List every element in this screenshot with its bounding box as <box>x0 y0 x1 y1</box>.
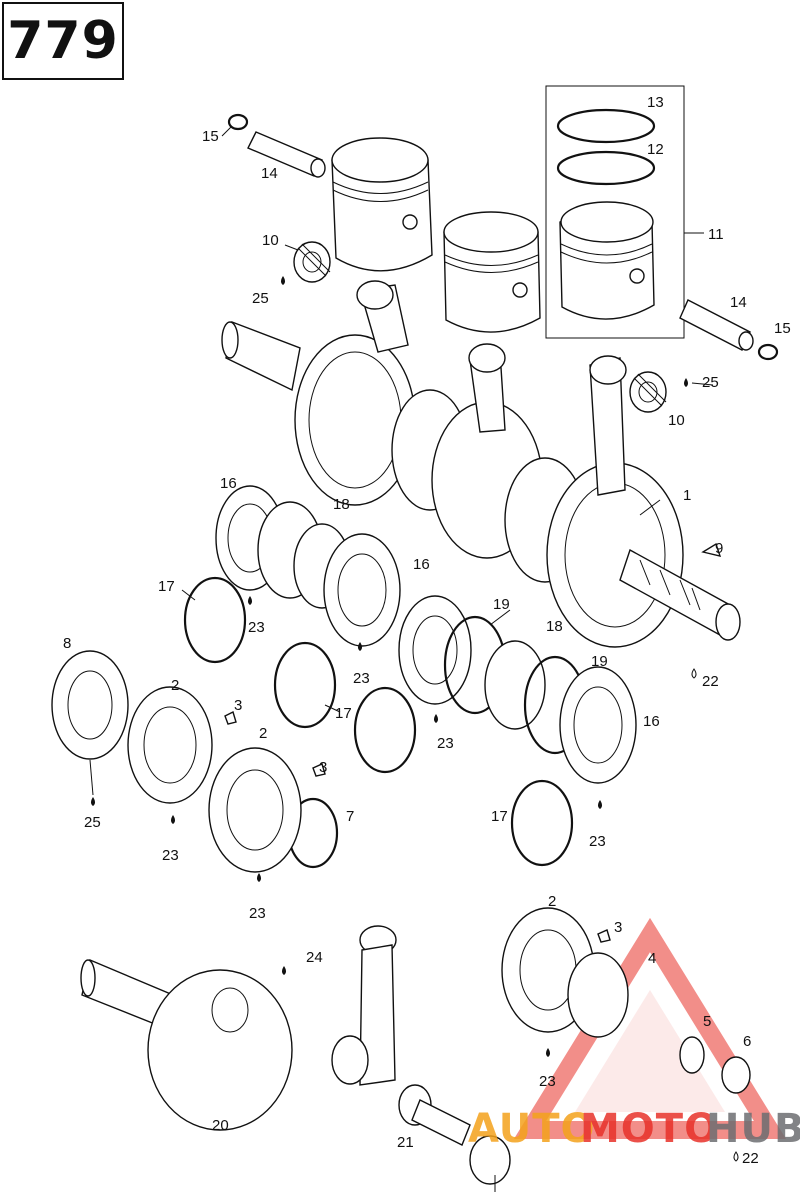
callout-1: 1 <box>683 487 691 504</box>
callout-25-right: 25 <box>702 374 719 391</box>
callout-23-d: 23 <box>589 833 606 850</box>
callout-25-top: 25 <box>252 290 269 307</box>
callout-15-right: 15 <box>774 320 791 337</box>
callout-10-top: 10 <box>262 232 279 249</box>
callout-3-a: 3 <box>234 697 242 714</box>
callout-18-b: 18 <box>546 618 563 635</box>
callout-23-c: 23 <box>437 735 454 752</box>
callout-17-b: 17 <box>335 705 352 722</box>
connecting-rod-kit <box>331 925 511 1192</box>
callout-17-a: 17 <box>158 578 175 595</box>
callout-23-b: 23 <box>353 670 370 687</box>
callout-6: 6 <box>743 1033 751 1050</box>
callout-19-b: 19 <box>591 653 608 670</box>
callout-3-b: 3 <box>319 759 327 776</box>
callout-15-top: 15 <box>202 128 219 145</box>
callout-22-b: 22 <box>742 1150 759 1167</box>
lubricant-droplets <box>91 276 739 1162</box>
watermark-logo-text: AUTO MOTO HUB <box>468 1106 800 1152</box>
piston-left <box>331 137 433 272</box>
callout-2-a: 2 <box>171 677 179 694</box>
callout-11: 11 <box>708 226 724 243</box>
callout-23-f: 23 <box>249 905 266 922</box>
callout-21: 21 <box>397 1134 414 1151</box>
callout-25-left: 25 <box>84 814 101 831</box>
callout-18-a: 18 <box>333 496 350 513</box>
callout-23-a: 23 <box>248 619 265 636</box>
crank-half <box>80 959 293 1131</box>
bearing-set-upper <box>215 485 401 647</box>
callout-16-c: 16 <box>643 713 660 730</box>
oil-seal <box>51 650 129 760</box>
o-rings <box>183 576 574 869</box>
pto-bearing-kit <box>501 907 751 1094</box>
needle-bearing-left <box>293 241 331 283</box>
piston-middle <box>443 211 541 333</box>
callout-14-right: 14 <box>730 294 747 311</box>
leader-lines <box>89 125 714 796</box>
crankshaft-assembly <box>221 280 741 648</box>
callout-2-c: 2 <box>548 893 556 910</box>
callout-16-b: 16 <box>413 556 430 573</box>
callout-7: 7 <box>346 808 354 825</box>
callout-16-a: 16 <box>220 475 237 492</box>
wrist-pin-right <box>679 299 779 361</box>
callout-3-c: 3 <box>614 919 622 936</box>
page-number-box: 779 <box>2 2 124 80</box>
callout-2-b: 2 <box>259 725 267 742</box>
watermark-word-hub: HUB <box>706 1106 800 1152</box>
callout-9: 9 <box>715 540 723 557</box>
needle-bearing-right <box>629 371 667 413</box>
callout-13: 13 <box>647 94 664 111</box>
callout-19-a: 19 <box>493 596 510 613</box>
callout-17-c: 17 <box>491 808 508 825</box>
callout-12: 12 <box>647 141 664 158</box>
callout-24: 24 <box>306 949 323 966</box>
callout-10-right: 10 <box>668 412 685 429</box>
callout-labels: 13 12 11 15 14 10 25 14 15 25 10 1 9 16 … <box>63 94 791 1167</box>
callout-20: 20 <box>212 1117 229 1134</box>
callout-22-a: 22 <box>702 673 719 690</box>
ball-bearings-lower-left <box>127 686 326 873</box>
watermark-word-moto: MOTO <box>580 1106 719 1152</box>
callout-5: 5 <box>703 1013 711 1030</box>
callout-4: 4 <box>648 950 656 967</box>
callout-23-g: 23 <box>539 1073 556 1090</box>
callout-23-e: 23 <box>162 847 179 864</box>
callout-14-top: 14 <box>261 165 278 182</box>
bearing-set-lower-right <box>398 595 637 784</box>
piston-right-kit <box>545 85 704 339</box>
wrist-pin-left <box>227 113 326 178</box>
callout-8: 8 <box>63 635 71 652</box>
page-number: 779 <box>7 11 119 71</box>
watermark-word-auto: AUTO <box>468 1106 596 1152</box>
